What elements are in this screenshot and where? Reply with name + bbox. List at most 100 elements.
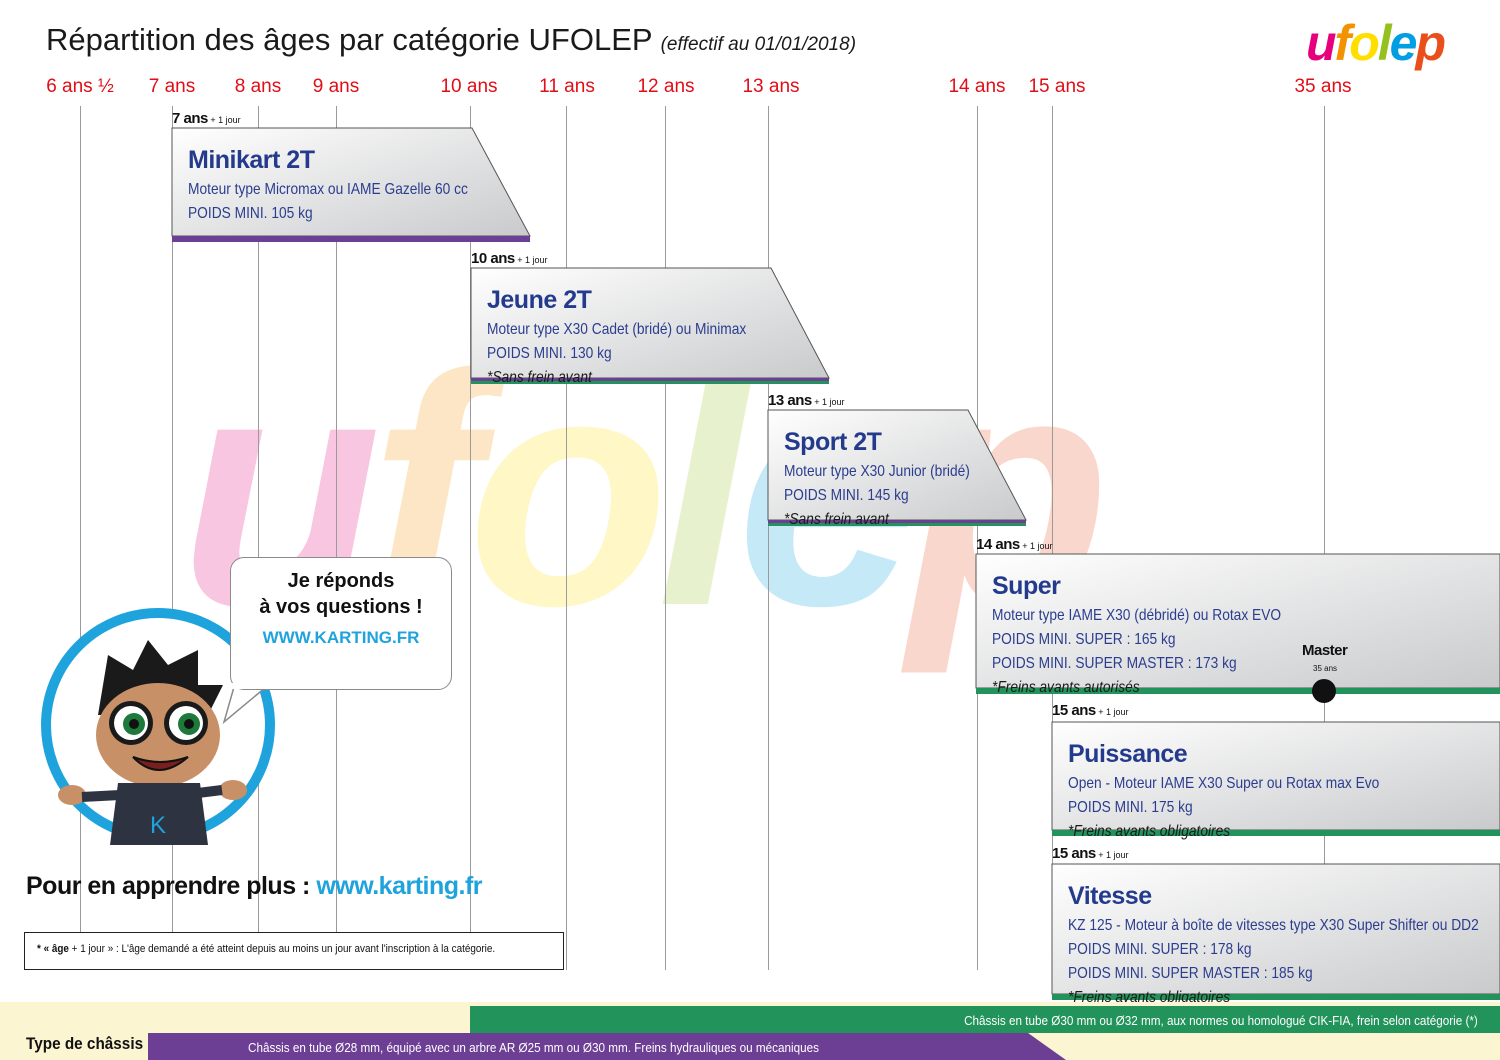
age-gridline bbox=[665, 106, 666, 970]
age-gridline bbox=[336, 106, 337, 970]
footnote-suffix: + 1 jour » bbox=[68, 943, 116, 955]
footnote-definition: : L'âge demandé a été atteint depuis au … bbox=[115, 943, 496, 955]
bubble-line-2: à vos questions ! bbox=[259, 596, 423, 618]
category-detail: POIDS MINI. SUPER MASTER : 173 kg bbox=[992, 655, 1237, 672]
category-detail: POIDS MINI. 105 kg bbox=[188, 205, 313, 222]
category-body bbox=[1051, 863, 1500, 995]
speech-bubble-tail bbox=[222, 686, 267, 724]
age-gridline bbox=[1324, 106, 1325, 970]
master-age: 35 ans bbox=[1313, 664, 1338, 673]
mascot-shirt-letter: K bbox=[150, 812, 166, 839]
category-detail: POIDS MINI. SUPER : 178 kg bbox=[1068, 941, 1252, 958]
start-age-suffix: + 1 jour bbox=[207, 115, 241, 125]
age-label: 12 ans bbox=[637, 76, 695, 97]
age-gridline bbox=[1052, 106, 1053, 970]
start-age-value: 15 ans bbox=[1052, 702, 1096, 719]
category-stripe bbox=[172, 236, 530, 242]
start-age-suffix: + 1 jour bbox=[811, 397, 845, 407]
age-label: 10 ans bbox=[440, 76, 498, 97]
learn-more-link[interactable]: www.karting.fr bbox=[316, 872, 483, 900]
mascot-hand-left bbox=[58, 785, 86, 805]
age-label: 11 ans bbox=[539, 76, 595, 97]
age-label: 14 ans bbox=[948, 76, 1006, 97]
category-shape bbox=[767, 409, 1027, 526]
age-gridline bbox=[566, 106, 567, 970]
chassis-purple-bar bbox=[148, 1033, 1066, 1060]
category-start-age: 13 ans + 1 jour bbox=[768, 392, 844, 409]
page-title: Répartition des âges par catégorie UFOLE… bbox=[46, 22, 856, 58]
chassis-green-text: Châssis en tube Ø30 mm ou Ø32 mm, aux no… bbox=[964, 1013, 1478, 1028]
learn-more-text: Pour en apprendre plus : bbox=[26, 872, 317, 900]
category-name: Minikart 2T bbox=[188, 146, 315, 174]
category-shape bbox=[1051, 721, 1500, 836]
category-stripe-secondary bbox=[471, 381, 829, 384]
category-detail: POIDS MINI. 130 kg bbox=[487, 345, 612, 362]
category-detail: POIDS MINI. SUPER MASTER : 185 kg bbox=[1068, 965, 1313, 982]
start-age-value: 14 ans bbox=[976, 536, 1020, 553]
age-label: 13 ans bbox=[742, 76, 800, 97]
category-shape bbox=[470, 267, 830, 384]
mascot-shirt bbox=[110, 783, 208, 845]
category-start-age: 15 ans + 1 jour bbox=[1052, 702, 1128, 719]
chassis-type-label: Type de châssis bbox=[26, 1034, 144, 1053]
category-shape bbox=[1051, 863, 1500, 1000]
chassis-purple-text: Châssis en tube Ø28 mm, équipé avec un a… bbox=[248, 1040, 819, 1055]
category-shape bbox=[171, 127, 531, 242]
footnote-box: * « âge + 1 jour » : L'âge demandé a été… bbox=[24, 932, 564, 970]
category-start-age: 14 ans + 1 jour bbox=[976, 536, 1052, 553]
title-effective-date: (effectif au 01/01/2018) bbox=[660, 34, 857, 55]
category-body bbox=[1051, 721, 1500, 831]
category-start-age: 10 ans + 1 jour bbox=[471, 250, 547, 267]
category-detail: POIDS MINI. SUPER : 165 kg bbox=[992, 631, 1176, 648]
footnote-text: * « âge + 1 jour » : L'âge demandé a été… bbox=[37, 943, 495, 955]
category-detail: Moteur type Micromax ou IAME Gazelle 60 … bbox=[188, 181, 468, 198]
category-stripe-secondary bbox=[768, 523, 1026, 526]
mascot-pupil-left-center bbox=[129, 719, 139, 729]
logo-letter: p bbox=[1415, 15, 1446, 71]
category-detail: Moteur type X30 Cadet (bridé) ou Minimax bbox=[487, 321, 747, 338]
mascot-mouth bbox=[132, 756, 189, 771]
start-age-value: 10 ans bbox=[471, 250, 515, 267]
age-gridline bbox=[172, 106, 173, 970]
category-stripe bbox=[1052, 830, 1500, 836]
speech-bubble-tail-cover bbox=[223, 683, 257, 689]
mascot-arm-left bbox=[81, 790, 121, 802]
age-label: 9 ans bbox=[312, 76, 360, 97]
category-stripe bbox=[768, 520, 1026, 523]
age-label: 6 ans ½ bbox=[46, 76, 114, 97]
chassis-green-bar bbox=[470, 1006, 1500, 1033]
age-label: 35 ans bbox=[1294, 76, 1352, 97]
age-label: 7 ans bbox=[148, 76, 196, 97]
start-age-value: 13 ans bbox=[768, 392, 812, 409]
category-detail: POIDS MINI. 145 kg bbox=[784, 487, 909, 504]
category-stripe bbox=[1052, 994, 1500, 1000]
category-note: *Freins avants obligatoires bbox=[1068, 823, 1231, 840]
title-main: Répartition des âges par catégorie UFOLE… bbox=[46, 22, 652, 57]
category-detail: Moteur type IAME X30 (débridé) ou Rotax … bbox=[992, 607, 1282, 624]
category-stripe bbox=[471, 378, 829, 381]
bubble-link[interactable]: WWW.KARTING.FR bbox=[262, 628, 420, 647]
logo-letter: u bbox=[1306, 15, 1337, 71]
category-detail: POIDS MINI. 175 kg bbox=[1068, 799, 1193, 816]
age-gridline bbox=[768, 106, 769, 970]
age-gridline bbox=[258, 106, 259, 970]
category-note: *Sans frein avant bbox=[487, 369, 592, 386]
bubble-line-1: Je réponds bbox=[287, 570, 395, 592]
start-age-suffix: + 1 jour bbox=[514, 255, 548, 265]
logo-letter: f bbox=[1334, 15, 1352, 71]
start-age-value: 7 ans bbox=[172, 110, 208, 127]
start-age-suffix: + 1 jour bbox=[1095, 850, 1129, 860]
master-label: Master bbox=[1302, 642, 1348, 659]
mascot-hand-right bbox=[219, 780, 247, 800]
learn-more: Pour en apprendre plus : www.karting.fr bbox=[26, 872, 483, 901]
category-name: Sport 2T bbox=[784, 428, 882, 456]
ufolep-logo: ufolep bbox=[1306, 14, 1446, 72]
category-body bbox=[975, 553, 1500, 689]
chassis-purple-shape bbox=[148, 1033, 1066, 1060]
start-age-suffix: + 1 jour bbox=[1019, 541, 1053, 551]
speech-bubble: Je réponds à vos questions ! WWW.KARTING… bbox=[230, 557, 452, 690]
category-note: *Freins avants obligatoires bbox=[1068, 989, 1231, 1006]
category-name: Puissance bbox=[1068, 740, 1188, 768]
category-detail: Moteur type X30 Junior (bridé) bbox=[784, 463, 970, 480]
chassis-green-shape bbox=[470, 1006, 1500, 1033]
